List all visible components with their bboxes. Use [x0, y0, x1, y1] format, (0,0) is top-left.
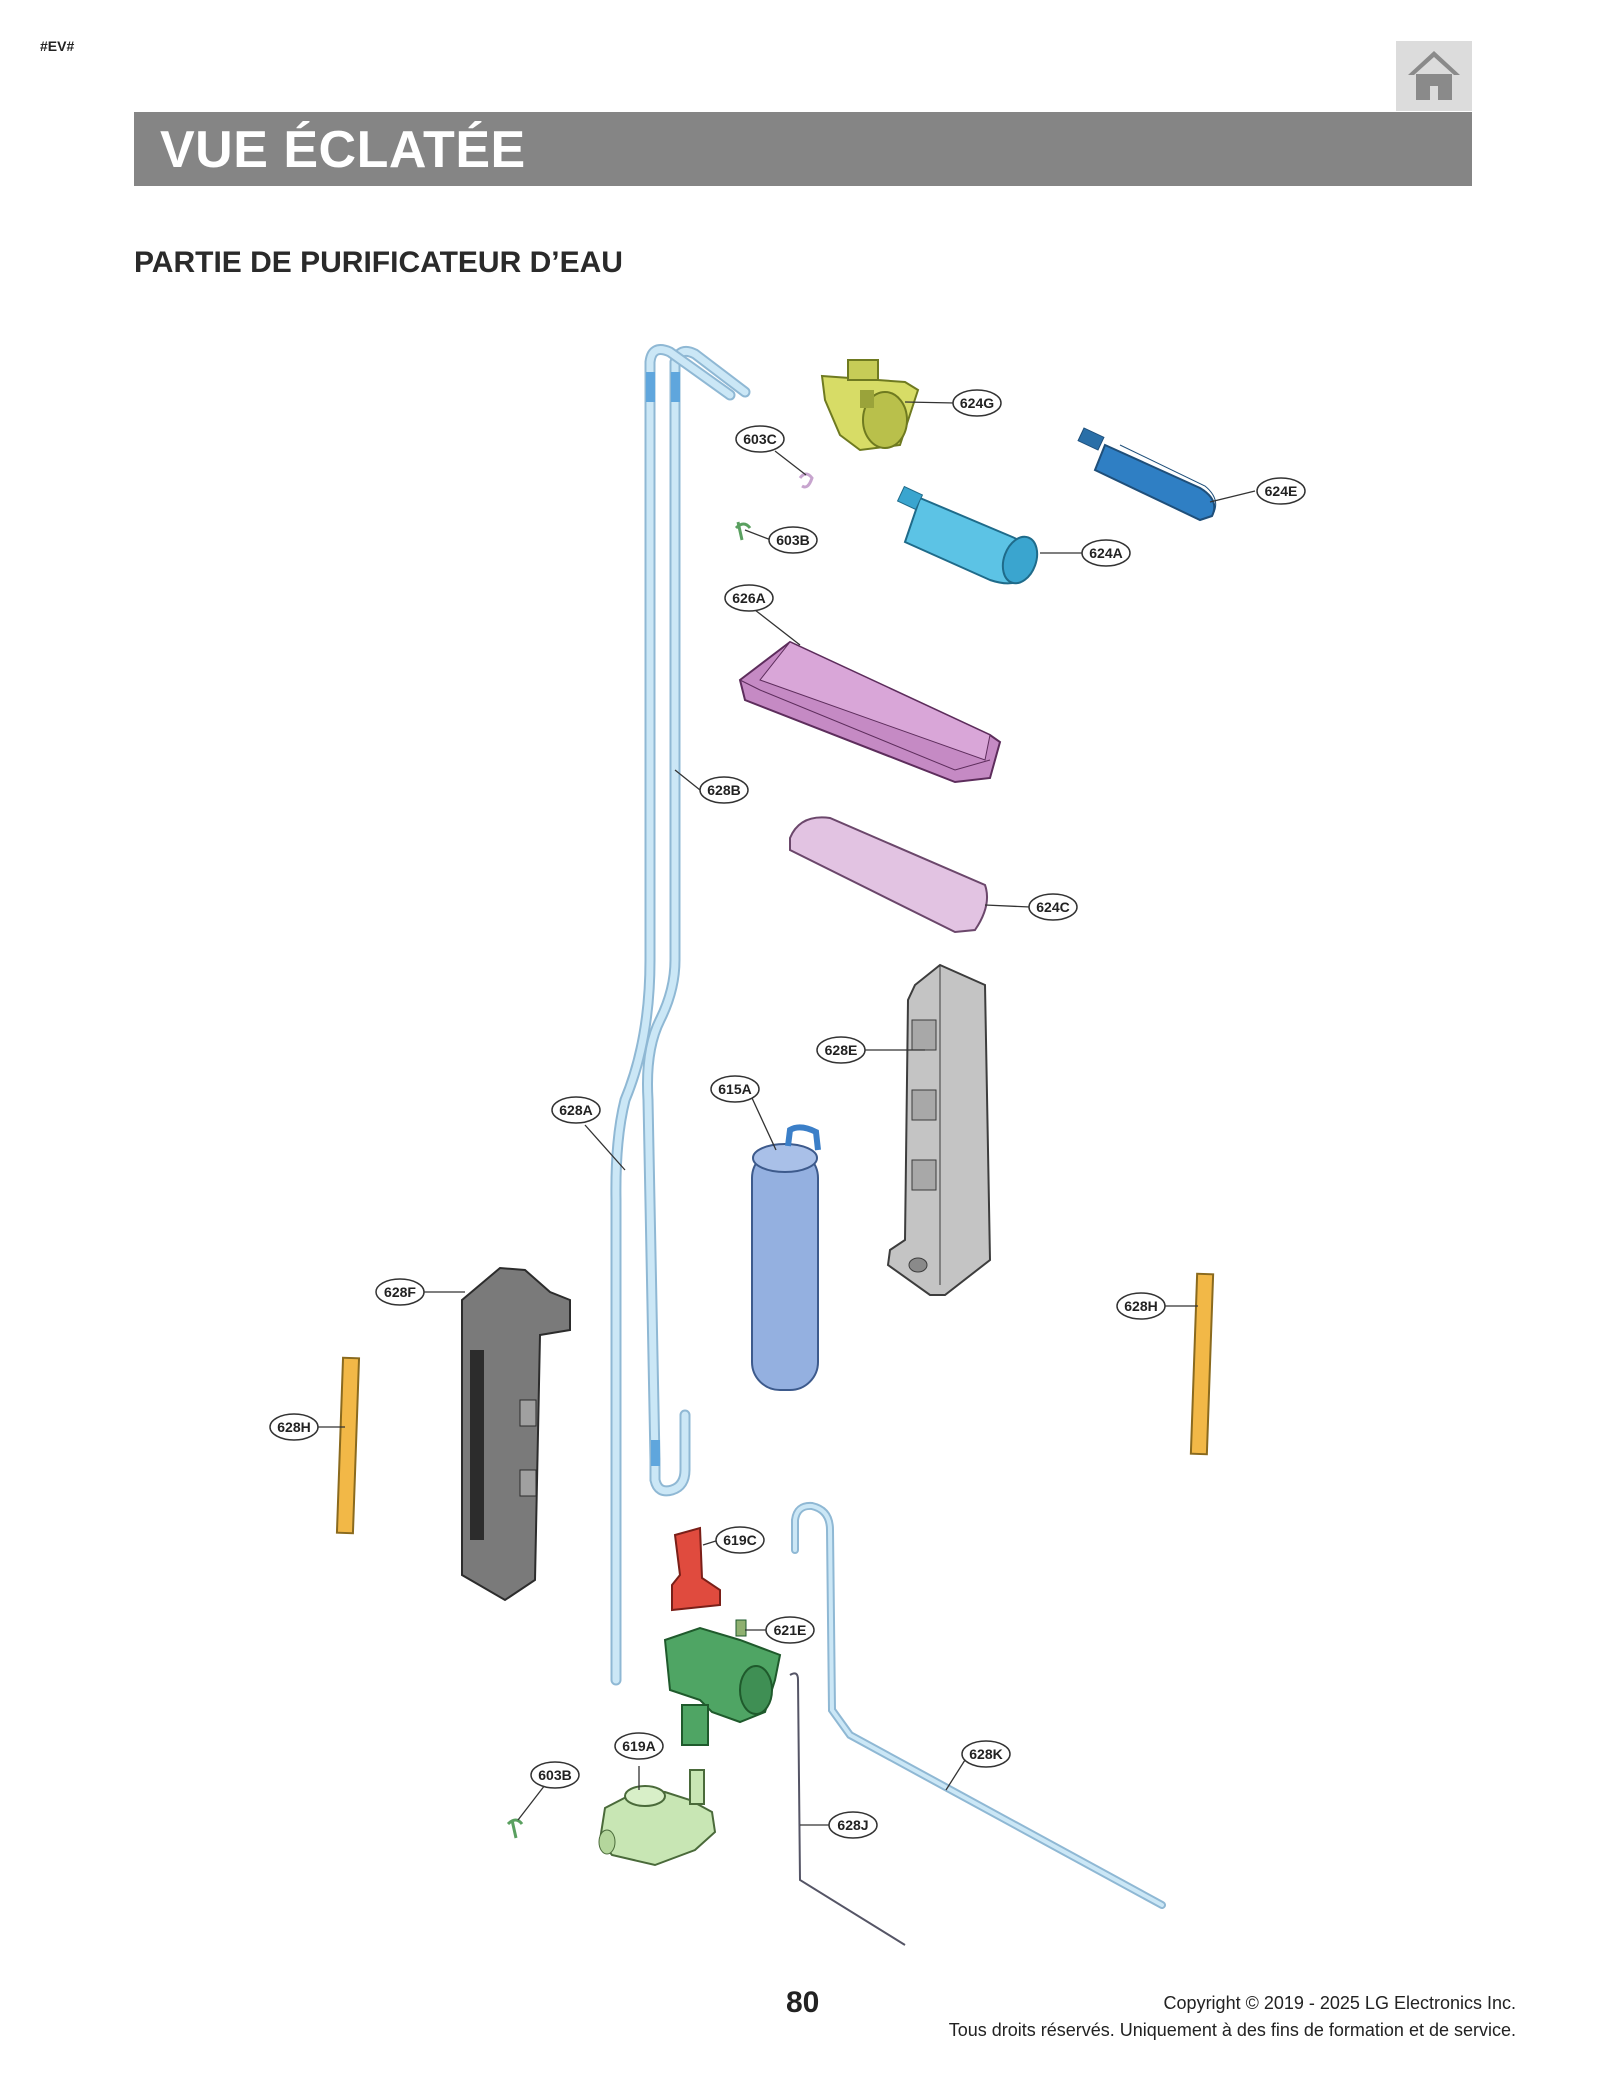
page-title: VUE ÉCLATÉE — [160, 121, 526, 179]
svg-text:619C: 619C — [723, 1532, 756, 1548]
callout-621e[interactable]: 621E — [765, 1616, 815, 1644]
callout-615a[interactable]: 615A — [710, 1075, 760, 1103]
rod-628j — [789, 1672, 906, 1946]
bracket-628e — [886, 963, 992, 1296]
callout-628j[interactable]: 628J — [828, 1811, 878, 1839]
copyright-text: Copyright © 2019 - 2025 LG Electronics I… — [1163, 1993, 1516, 2013]
svg-text:628F: 628F — [384, 1284, 416, 1300]
callout-628h-right[interactable]: 628H — [1116, 1292, 1166, 1320]
rights-text: Tous droits réservés. Uniquement à des f… — [948, 2020, 1516, 2040]
page-number: 80 — [786, 1986, 820, 2019]
filter-cartridge-624e — [1077, 427, 1217, 522]
svg-text:626A: 626A — [732, 590, 765, 606]
tube-628k — [791, 1501, 1166, 1909]
svg-text:603B: 603B — [776, 532, 809, 548]
callout-603b-top[interactable]: 603B — [768, 526, 818, 554]
svg-text:624G: 624G — [960, 395, 994, 411]
svg-text:619A: 619A — [622, 1738, 655, 1754]
svg-text:628B: 628B — [707, 782, 740, 798]
valve-619a — [598, 1769, 717, 1867]
svg-text:628A: 628A — [559, 1102, 592, 1118]
callout-624c[interactable]: 624C — [1028, 893, 1078, 921]
filter-head-624g — [820, 359, 920, 452]
exploded-view-diagram: 624G 603C 624E 603B 624A 626A 628B 624C … — [269, 344, 1306, 1946]
filter-housing-626a — [738, 640, 1002, 784]
filter-615a — [751, 1124, 821, 1391]
callout-619c[interactable]: 619C — [715, 1526, 765, 1554]
document-code: #EV# — [40, 38, 75, 54]
tube-628b-628a — [610, 344, 751, 1686]
svg-text:628J: 628J — [837, 1817, 868, 1833]
svg-text:628H: 628H — [277, 1419, 310, 1435]
svg-text:603C: 603C — [743, 431, 776, 447]
svg-text:628K: 628K — [969, 1746, 1002, 1762]
svg-text:615A: 615A — [718, 1081, 751, 1097]
callout-603c[interactable]: 603C — [735, 425, 785, 453]
rod-628h-left — [335, 1356, 361, 1535]
filter-cartridge-624a — [896, 485, 1039, 585]
clip-603b-bottom — [506, 1818, 524, 1839]
bracket-628f — [461, 1266, 571, 1602]
clip-603c — [798, 472, 814, 489]
callout-628e[interactable]: 628E — [816, 1036, 866, 1064]
callout-619a[interactable]: 619A — [614, 1732, 664, 1760]
leader-lines — [317, 401, 1256, 1826]
callout-628f[interactable]: 628F — [375, 1278, 425, 1306]
clip-603b-top — [734, 521, 752, 541]
callout-624a[interactable]: 624A — [1081, 539, 1131, 567]
callout-603b-bottom[interactable]: 603B — [530, 1761, 580, 1789]
callout-626a[interactable]: 626A — [724, 584, 774, 612]
callout-628a[interactable]: 628A — [551, 1096, 601, 1124]
callout-628k[interactable]: 628K — [961, 1740, 1011, 1768]
bracket-619c — [671, 1526, 721, 1612]
svg-text:603B: 603B — [538, 1767, 571, 1783]
svg-text:624C: 624C — [1036, 899, 1069, 915]
home-button[interactable] — [1396, 41, 1472, 111]
title-bar: VUE ÉCLATÉE — [134, 112, 1472, 186]
svg-text:624E: 624E — [1265, 483, 1298, 499]
rod-628h-right — [1189, 1272, 1215, 1456]
svg-text:628H: 628H — [1124, 1298, 1157, 1314]
callout-624e[interactable]: 624E — [1256, 477, 1306, 505]
callout-624g[interactable]: 624G — [952, 389, 1002, 417]
filter-cover-624c — [789, 816, 988, 934]
svg-text:624A: 624A — [1089, 545, 1122, 561]
svg-text:628E: 628E — [825, 1042, 858, 1058]
callout-628b[interactable]: 628B — [699, 776, 749, 804]
home-icon — [1408, 51, 1460, 100]
valve-621e — [663, 1619, 782, 1746]
svg-text:621E: 621E — [774, 1622, 807, 1638]
section-title: PARTIE DE PURIFICATEUR D’EAU — [134, 246, 623, 279]
callout-628h-left[interactable]: 628H — [269, 1413, 319, 1441]
